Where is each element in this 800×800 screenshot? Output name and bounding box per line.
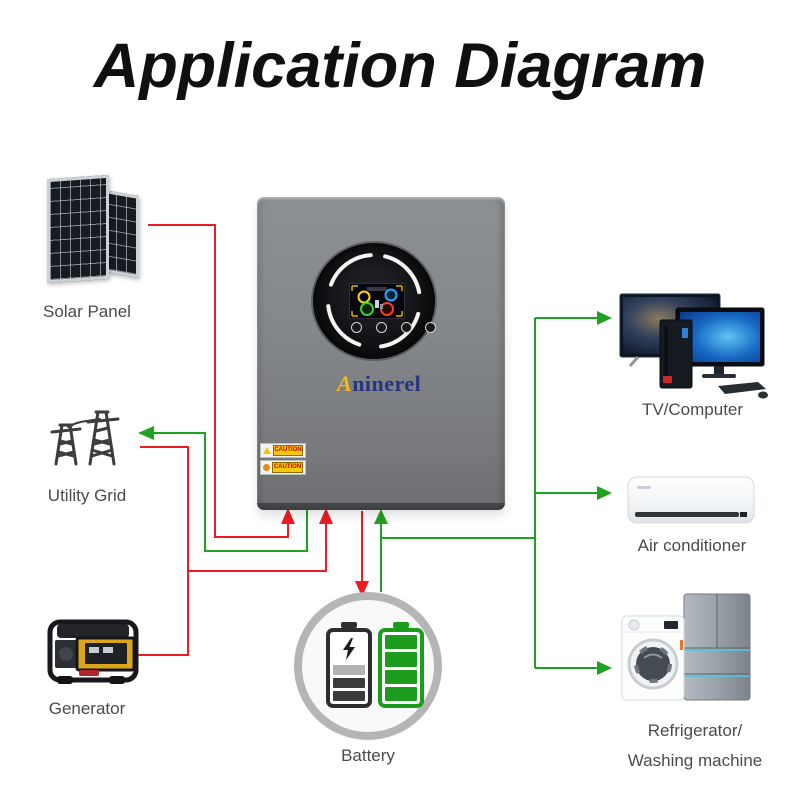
output-bus-line [381,317,600,669]
display-ring-arcs [326,253,422,349]
caution-text-2: CAUTION [272,462,303,473]
tv-computer-image [619,293,768,399]
solar-to-inverter-arrow [281,508,295,524]
refrigerator-label-line2: Washing machine [627,751,763,770]
utility-grid-label: Utility Grid [47,486,127,505]
ac-arrow [597,486,612,500]
caution-text-1: CAUTION [273,445,303,456]
solar-panel-label: Solar Panel [43,302,131,321]
grid-generator-trunk-line [135,446,189,656]
lightning-bolt-icon [343,637,355,660]
inverter-to-grid-line [154,432,308,552]
generator-label: Generator [48,699,126,718]
warning-triangle-icon [263,447,271,454]
solar-panel-image [45,172,145,284]
battery-image [294,592,442,740]
ac-input-arrow [319,508,333,524]
brand-logo-text: ninerel [352,371,422,396]
button-enter [425,322,436,333]
battery-label: Battery [341,746,395,765]
utility-grid-icon [50,410,120,466]
caution-sticker-2: CAUTION [260,460,306,475]
button-up [376,322,387,333]
ac-input-to-inverter-line [188,522,327,572]
inverter-to-battery-arrow [355,581,369,597]
refrigerator-label-line1: Refrigerator/ [647,721,743,740]
inverter-to-grid-arrow [138,426,154,440]
button-esc [351,322,362,333]
refrigerator-washer-label: Refrigerator/ Washing machine [600,716,790,776]
solar-panel-front [47,174,109,284]
air-conditioner-label: Air conditioner [637,536,747,555]
inverter-device: Aninerel CAUTION CAUTION [257,197,505,510]
page-title: Application Diagram [93,31,707,101]
fridge-arrow [597,661,612,675]
tv-arrow [597,311,612,325]
air-conditioner-image [627,476,755,524]
button-down [401,322,412,333]
brand-logo: Aninerel [337,371,421,397]
refrigerator-washer-image [621,593,751,701]
solar-to-inverter-line [148,224,289,538]
caution-sticker-1: CAUTION [260,443,306,458]
brand-logo-accent: A [337,371,353,396]
battery-to-inverter-arrow [374,509,388,524]
tv-computer-label: TV/Computer [641,400,744,419]
hot-surface-icon [263,464,270,471]
full-battery-icon [378,622,424,708]
generator-image [47,619,139,684]
inverter-display-panel [313,243,436,359]
lcd-screen [349,283,405,319]
charging-battery-icon [326,622,372,708]
